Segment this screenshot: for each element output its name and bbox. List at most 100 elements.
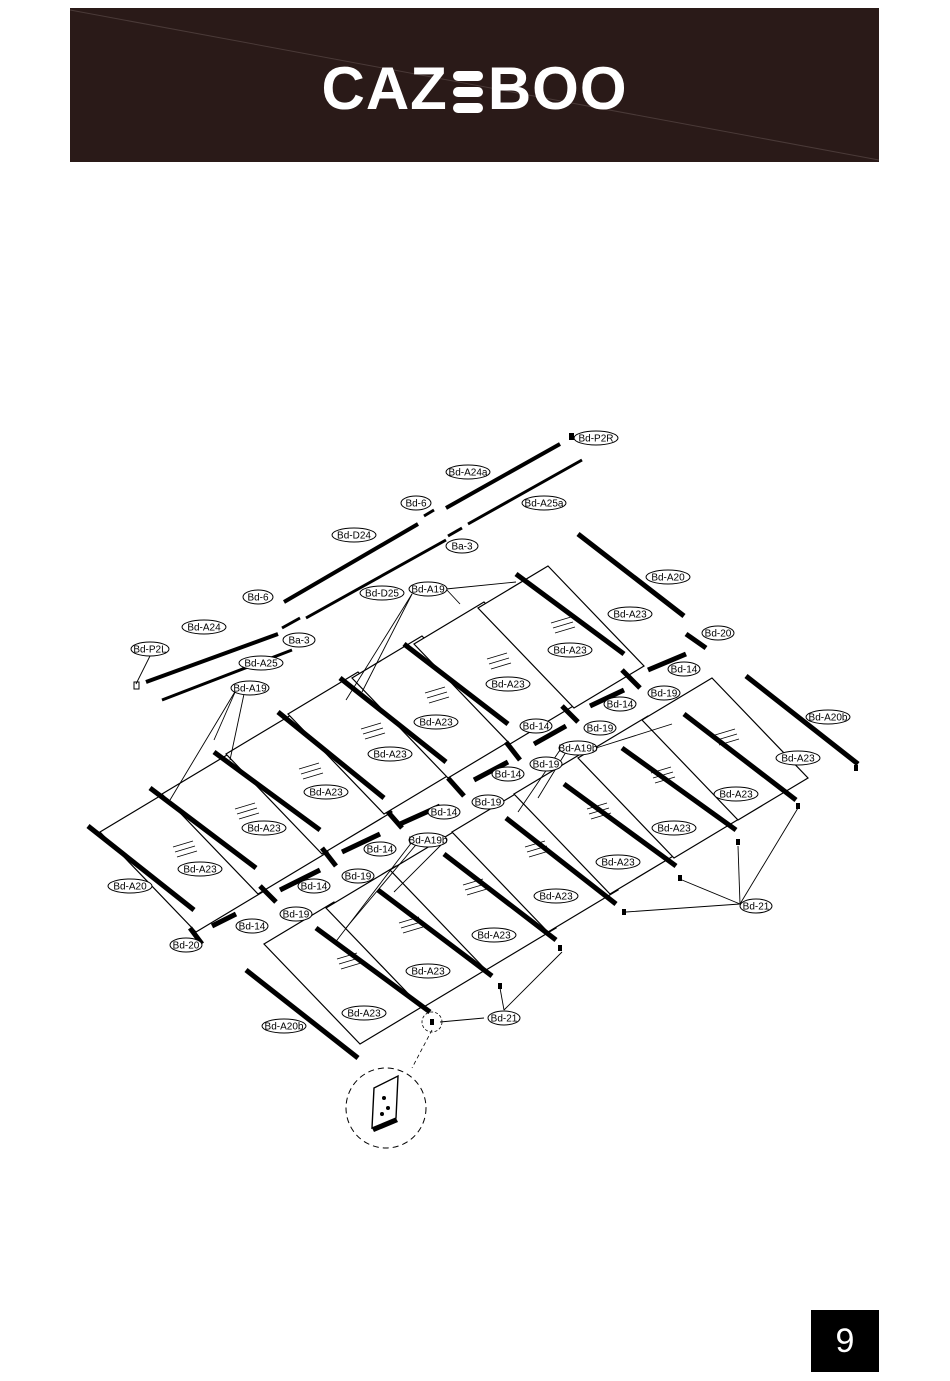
part-label: Bd-21 [739, 898, 773, 914]
label-oval [177, 861, 223, 877]
label-text: Bd-A23 [247, 824, 281, 835]
label-text: Bd-6 [405, 499, 427, 510]
glass-reflection-mark [234, 802, 256, 810]
part-label: Bd-A23 [341, 1005, 387, 1021]
part-label: Bd-20 [169, 937, 203, 953]
logo-separator-icon [451, 61, 485, 114]
ridge-bar [282, 522, 420, 604]
label-text: Bd-A25a [525, 499, 564, 510]
glass-reflection-mark [340, 962, 362, 970]
label-text: Bd-D25 [365, 589, 399, 600]
part-label: Bd-19 [583, 720, 617, 736]
label-text: Bd-19 [533, 760, 560, 771]
part-label: Ba-3 [445, 538, 479, 554]
part-label: Bd-A20 [107, 878, 153, 894]
label-oval [230, 680, 270, 696]
leader-line [499, 987, 505, 1011]
label-oval [739, 898, 773, 914]
part-label: Bd-14 [363, 841, 397, 857]
label-oval [445, 464, 491, 480]
glazing-bar [620, 745, 738, 833]
label-text: Bd-A25 [244, 659, 278, 670]
part-label: Bd-A23 [547, 642, 593, 658]
label-oval [713, 786, 759, 802]
label-text: Bd-6 [247, 593, 269, 604]
clip-bd21 [430, 1019, 434, 1025]
label-text: Bd-19 [475, 798, 502, 809]
label-text: Bd-19 [345, 872, 372, 883]
glass-reflection-mark [466, 888, 488, 896]
label-text: Bd-A23 [491, 680, 525, 691]
clip-bd21 [558, 945, 562, 951]
part-label: Bd-6 [242, 589, 274, 605]
leader-line [503, 951, 563, 1011]
label-text: Bd-A23 [613, 610, 647, 621]
glass-reflection-mark [552, 621, 574, 629]
label-oval [775, 750, 821, 766]
label-text: Bd-A23 [539, 892, 573, 903]
label-text: Bd-20 [173, 941, 200, 952]
gutter-piece [504, 740, 522, 762]
label-text: Ba-3 [288, 636, 310, 647]
glass-reflection-mark [172, 840, 194, 848]
leader-line [595, 723, 673, 749]
label-oval [521, 495, 567, 511]
gutter-piece [386, 810, 404, 830]
page-number: 9 [811, 1310, 879, 1372]
label-text: Bd-A20b [265, 1022, 304, 1033]
label-oval [519, 718, 553, 734]
part-label: Bd-A23 [607, 606, 653, 622]
label-text: Bd-19 [651, 689, 678, 700]
glazing-bar [338, 676, 448, 764]
part-label: Bd-P2L [130, 641, 170, 657]
label-text: Bd-A23 [411, 967, 445, 978]
label-oval [130, 641, 170, 657]
clip-hole [386, 1106, 390, 1110]
label-text: Bd-20 [705, 629, 732, 640]
label-oval [241, 820, 287, 836]
label-text: Bd-A23 [781, 754, 815, 765]
part-label: Bd-A23 [405, 963, 451, 979]
clip-hole [380, 1112, 384, 1116]
part-label: Bd-19 [471, 794, 505, 810]
leader-line [681, 879, 741, 905]
leader-line [169, 689, 237, 801]
glazing-bar [576, 532, 686, 618]
part-label: Bd-D24 [331, 527, 377, 543]
glazing-bar [514, 571, 626, 657]
leader-line [445, 588, 461, 605]
label-oval [595, 854, 641, 870]
label-oval [238, 655, 284, 671]
label-oval [573, 430, 619, 446]
part-label: Bd-14 [297, 878, 331, 894]
glass-reflection-mark [174, 845, 196, 853]
label-text: Bd-14 [495, 770, 522, 781]
glass-reflection-mark [490, 662, 512, 670]
label-oval [558, 740, 598, 756]
label-oval [279, 906, 313, 922]
part-label: Bd-A23 [471, 927, 517, 943]
ridge-joint [281, 616, 301, 630]
label-oval [651, 820, 697, 836]
part-labels: Bd-P2RBd-A24aBd-A25aBd-6Bd-D24Ba-3Bd-D25… [107, 430, 851, 1034]
part-label: Bd-A19 [230, 680, 270, 696]
gutter-piece [647, 651, 687, 673]
glazing-bar [562, 781, 678, 869]
label-oval [331, 527, 377, 543]
gutter-piece [278, 867, 322, 893]
part-label: Bd-A23 [595, 854, 641, 870]
label-text: Bd-14 [301, 882, 328, 893]
leader-line [345, 839, 421, 929]
glass-reflection-mark [550, 616, 572, 624]
gutter-piece [560, 704, 580, 724]
label-text: Bd-21 [491, 1014, 518, 1025]
label-text: Ba-3 [451, 542, 473, 553]
logo-text-left: CAZ [321, 55, 448, 122]
label-text: Bd-14 [239, 922, 266, 933]
roof-panels [99, 565, 809, 1045]
label-oval [400, 495, 432, 511]
label-oval [471, 927, 517, 943]
gutter-piece [532, 723, 568, 747]
